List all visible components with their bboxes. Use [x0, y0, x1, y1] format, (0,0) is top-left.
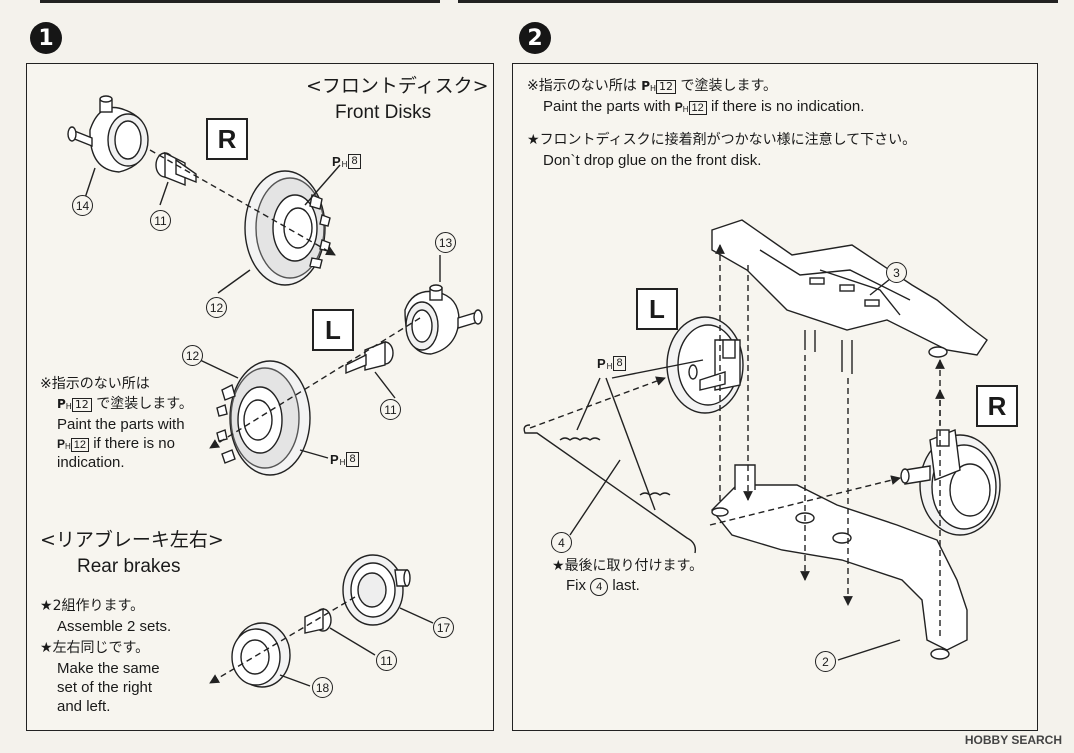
step2-paint-note-en-pre: Paint the parts with — [543, 98, 675, 115]
rear-brake-title-en: Rear brakes — [77, 556, 181, 577]
paint-code-bottom-number: 8 — [346, 452, 359, 467]
front-disk-title-en: Front Disks — [335, 102, 432, 123]
step-2-badge: 2 — [519, 22, 551, 54]
glue-warning-en: Don`t drop glue on the front disk. — [543, 152, 762, 169]
step-1-badge: 1 — [30, 22, 62, 54]
step2-paint-code-number: 8 — [613, 356, 626, 371]
rear-pin-part-11 — [304, 607, 332, 634]
part-number-11-b: 11 — [380, 399, 401, 420]
left-side-label: L — [312, 309, 354, 351]
paint-note-code-2-number: 12 — [70, 437, 90, 452]
spring-rod-part-4 — [523, 424, 697, 554]
paint-note-en-3: indication. — [57, 454, 125, 471]
watermark: HOBBY SEARCH — [964, 733, 1062, 747]
lower-arm-part-2 — [711, 464, 968, 660]
rear-note-2-jp: 左右同じです。 — [40, 640, 150, 658]
part-number-2: 2 — [815, 651, 836, 672]
paint-note-code-1-number: 12 — [71, 397, 92, 412]
part-number-13: 13 — [435, 232, 456, 253]
top-rule-left — [40, 0, 440, 3]
step2-left-side-label: L — [636, 288, 678, 330]
rear-note-1-en: Assemble 2 sets. — [57, 618, 172, 635]
part-number-12-a: 12 — [206, 297, 227, 318]
step-2-panel — [512, 63, 1038, 731]
part-number-18: 18 — [312, 677, 333, 698]
rear-note-2-en-2: set of the right — [57, 679, 153, 696]
step2-right-side-label: R — [976, 385, 1018, 427]
rear-drum-part-17 — [342, 554, 411, 626]
fix-last-jp: 最後に取り付けます。 — [552, 558, 704, 576]
part-number-14: 14 — [72, 195, 93, 216]
front-disk-title-jp: <フロントディスク> — [306, 75, 489, 97]
part-number-11-c: 11 — [376, 650, 397, 671]
glue-warning-jp: フロントディスクに接着剤がつかない様に注意して下さい。 — [527, 132, 917, 150]
r-disk-part-12 — [244, 170, 331, 286]
part-number-12-b: 12 — [182, 345, 203, 366]
l-pin-part-11 — [345, 340, 394, 375]
rear-ring-part-18 — [231, 622, 291, 688]
top-rule-right — [458, 0, 1058, 3]
r-disk-assembly — [900, 429, 1001, 536]
fix-last-en: Fix 4 last. — [566, 576, 640, 597]
rear-note-2-en-3: and left. — [57, 698, 111, 715]
part-number-3: 3 — [886, 262, 907, 283]
rear-note-2-en-1: Make the same — [57, 660, 160, 677]
paint-note-en-2-text: if there is no — [89, 435, 175, 452]
part-number-4: 4 — [551, 532, 572, 553]
rear-note-1-jp: 2組作ります。 — [40, 598, 145, 616]
step2-paint-note-code-1-number: 12 — [656, 79, 676, 94]
step2-paint-note-en-post: if there is no indication. — [706, 98, 865, 115]
step2-paint-note-jp-pre: ※指示のない所は — [527, 78, 642, 94]
paint-note-jp-2-text: で塗装します。 — [91, 396, 193, 412]
fix-last-part-number: 4 — [590, 578, 609, 597]
step2-paint-note-jp-post: で塗装します。 — [676, 78, 778, 94]
part-number-17: 17 — [433, 617, 454, 638]
paint-code-top-number: 8 — [348, 154, 361, 169]
l-hub-part-13 — [404, 284, 483, 355]
part-number-11-a: 11 — [150, 210, 171, 231]
l-disk-assembly — [666, 316, 744, 414]
step2-paint-note-code-2-number: 12 — [688, 100, 707, 115]
fix-last-en-post: last. — [608, 577, 640, 594]
r-hub-part-14 — [67, 95, 149, 173]
fix-last-en-pre: Fix — [566, 577, 591, 594]
paint-note-jp-1: ※指示のない所は — [40, 376, 150, 392]
r-pin-part-11 — [155, 151, 197, 187]
paint-note-en-1: Paint the parts with — [57, 416, 185, 433]
l-disk-part-12 — [216, 360, 311, 476]
upper-arm-part-3 — [711, 219, 988, 374]
right-side-label: R — [206, 118, 248, 160]
rear-brake-title-jp: <リアブレーキ左右> — [40, 529, 224, 551]
